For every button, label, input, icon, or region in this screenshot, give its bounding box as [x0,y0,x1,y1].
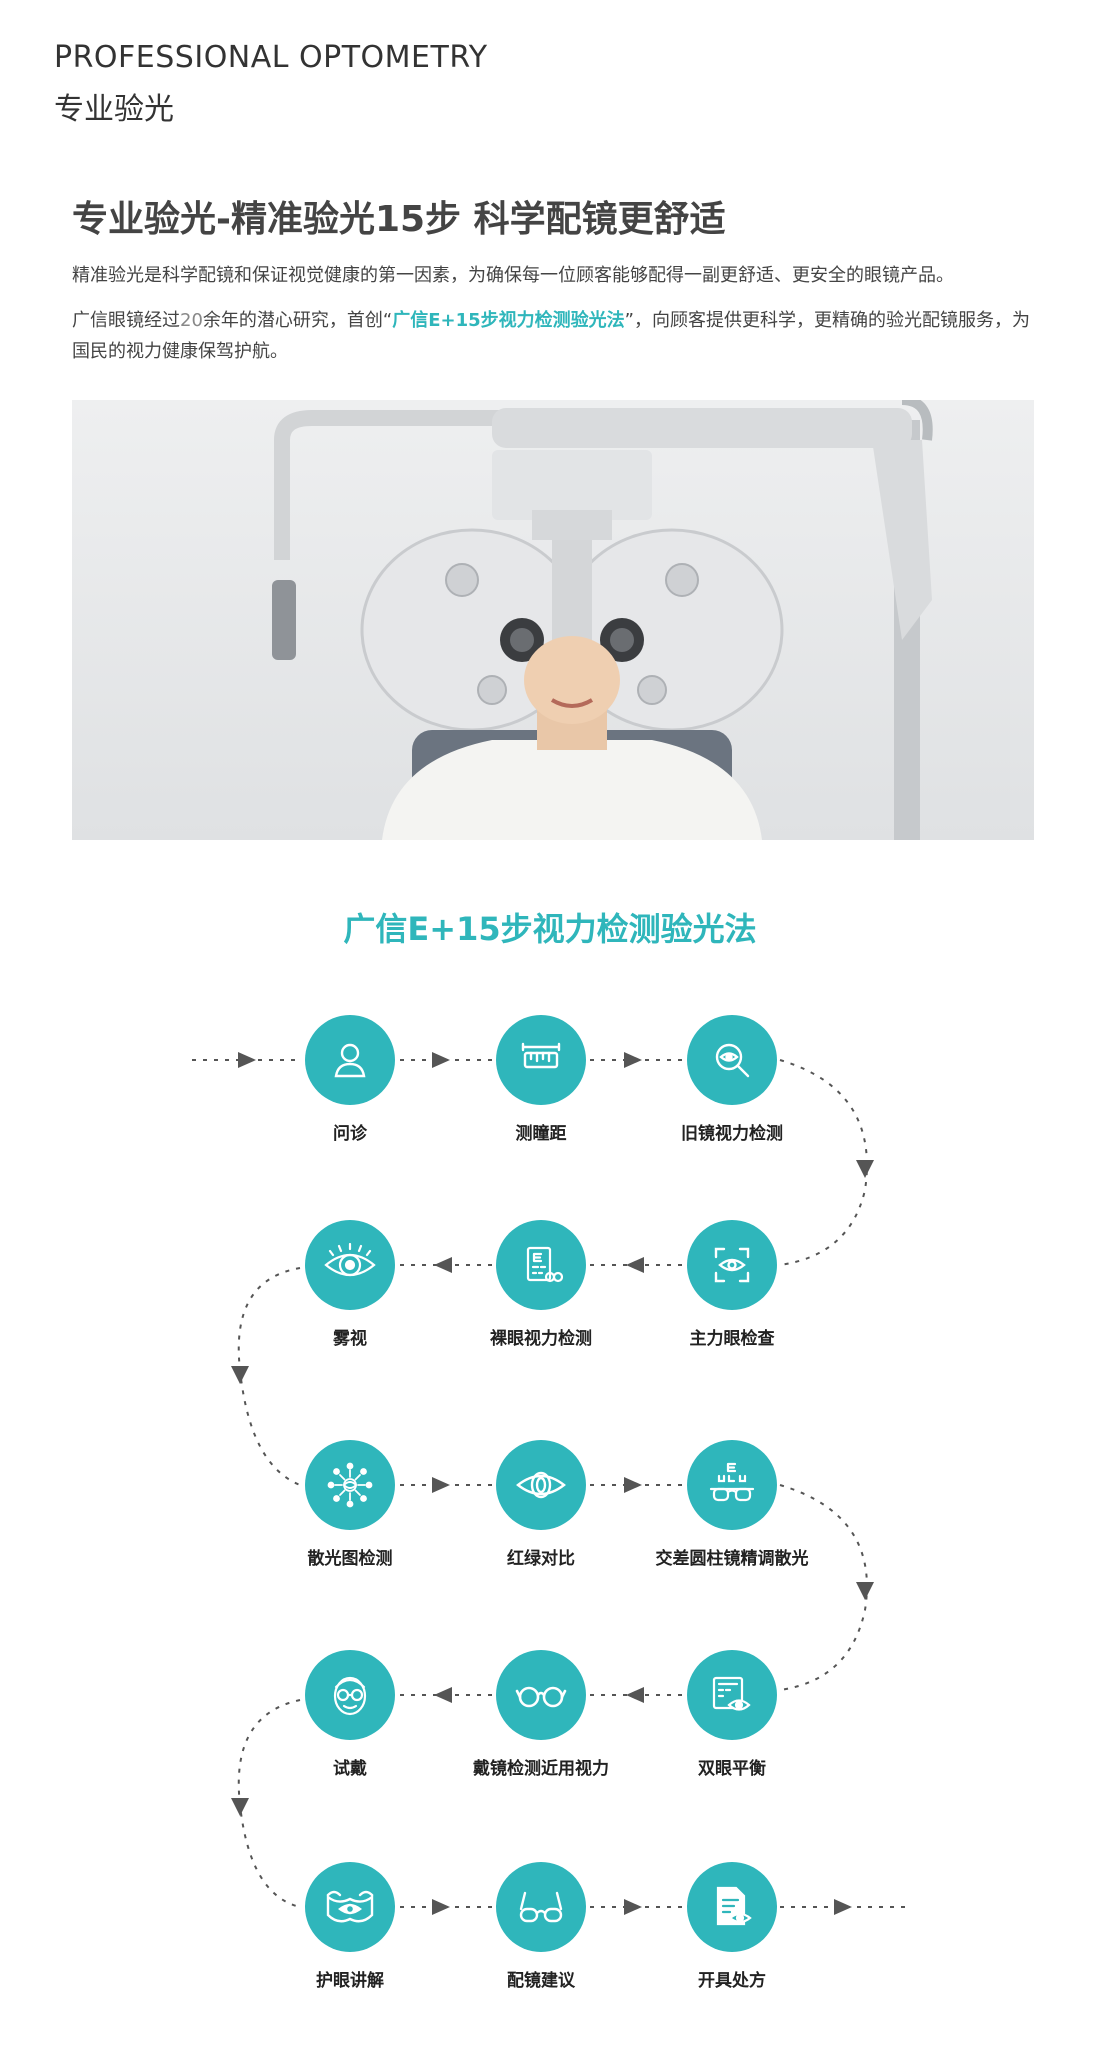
step-label: 配镜建议 [507,1971,575,1991]
glasses-outline-icon [519,1891,563,1923]
step-label: 散光图检测 [307,1549,393,1569]
arrow-down-icon [856,1160,874,1178]
step-circle [305,1650,395,1740]
step-label: 试戴 [333,1759,367,1779]
arrow-right-icon [238,1052,256,1068]
step-label: 红绿对比 [507,1549,575,1569]
step-circle [687,1440,777,1530]
step-label: 主力眼检查 [689,1329,775,1349]
arrow-right-icon [432,1899,450,1915]
eye-outline-icon [516,1471,566,1499]
history-text-c: ”，向顾客提供更科学，更精确的验光配镜服务，为国民的视力健康保驾护航。 [72,310,1030,362]
step-label: 交差圆柱镜精调散光 [655,1549,809,1569]
prescription-icon [716,1886,752,1926]
astigmatism-dial-icon [327,1462,373,1508]
arrow-right-icon [432,1052,450,1068]
step-cross-cylinder: 交差圆柱镜精调散光 [632,1440,832,1569]
step-label: 雾视 [333,1329,367,1349]
person-icon [334,1043,366,1078]
history-paragraph: 广信眼镜经过20余年的潜心研究，首创“广信E+15步视力检测验光法”，向顾客提供… [72,305,1042,367]
chart-glasses-icon [709,1462,755,1502]
step-circle [687,1220,777,1310]
step-label: 裸眼视力检测 [490,1329,592,1349]
step-circle [496,1650,586,1740]
step-binocular-balance: 双眼平衡 [632,1650,832,1779]
monitor-eye-icon [712,1676,751,1711]
step-label: 戴镜检测近用视力 [473,1759,609,1779]
eye-scan-icon [714,1247,750,1283]
step-astigmatism-chart: 散光图检测 [250,1440,450,1569]
years-number: 20 [180,310,203,331]
arrow-left-icon [626,1257,644,1273]
step-red-green: 红绿对比 [441,1440,641,1569]
intro-paragraph: 精准验光是科学配镜和保证视觉健康的第一因素，为确保每一位顾客能够配得一副更舒适、… [72,265,954,286]
arrow-right-icon [834,1899,852,1915]
step-circle [496,1015,586,1105]
glasses-icon [515,1686,567,1708]
history-text-b: 余年的潜心研究，首创“ [202,310,393,331]
step-circle [687,1862,777,1952]
step-pupil-distance: 测瞳距 [441,1015,641,1144]
step-circle [305,1862,395,1952]
step-label: 测瞳距 [515,1124,567,1144]
step-circle [496,1220,586,1310]
step-label: 双眼平衡 [698,1759,766,1779]
eye-shield-icon [326,1890,374,1923]
history-text-a: 广信眼镜经过 [72,310,180,331]
step-label: 护眼讲解 [316,1971,384,1991]
step-circle [305,1440,395,1530]
method-title: 广信E+15步视力检测验光法 [343,910,757,948]
step-naked-eye-check: 裸眼视力检测 [441,1220,641,1349]
eye-chart-icon [526,1246,563,1283]
step-old-glasses-check: 旧镜视力检测 [632,1015,832,1144]
header-title-cn: 专业验光 [54,92,174,127]
arrow-down-icon [231,1798,249,1816]
method-name-highlight: 广信E+15步视力检测验光法 [392,310,625,331]
arrow-left-icon [434,1257,452,1273]
step-dominant-eye: 主力眼检查 [632,1220,832,1349]
step-label: 开具处方 [698,1971,766,1991]
eye-iris-icon [324,1243,376,1277]
arrow-left-icon [626,1687,644,1703]
step-fitting-advice: 配镜建议 [441,1862,641,1991]
step-circle [496,1862,586,1952]
step-circle [305,1220,395,1310]
arrow-down-icon [231,1366,249,1384]
optometry-photo [72,400,1034,840]
step-near-vision: 戴镜检测近用视力 [441,1650,641,1779]
arrow-right-icon [624,1052,642,1068]
connector [779,1484,868,1691]
arrow-right-icon [432,1477,450,1493]
step-circle [687,1015,777,1105]
arrow-right-icon [624,1899,642,1915]
arrow-left-icon [434,1687,452,1703]
step-circle [687,1650,777,1740]
step-consultation: 问诊 [250,1015,450,1144]
step-label: 旧镜视力检测 [681,1124,783,1144]
step-try-on: 试戴 [250,1650,450,1779]
step-eye-care-explanation: 护眼讲解 [250,1862,450,1991]
arrow-down-icon [856,1582,874,1600]
magnifier-eye-icon [715,1043,750,1078]
step-label: 问诊 [333,1124,367,1144]
arrow-right-icon [624,1477,642,1493]
article-title: 专业验光-精准验光15步 科学配镜更舒适 [72,199,726,240]
step-prescription: 开具处方 [632,1862,832,1991]
face-glasses-icon [333,1676,367,1716]
ruler-icon [521,1042,561,1069]
header-title-en: PROFESSIONAL OPTOMETRY [54,40,488,75]
procedure-flow-connectors [192,1052,910,1915]
step-circle [305,1015,395,1105]
step-fogging: 雾视 [250,1220,450,1349]
step-circle [496,1440,586,1530]
